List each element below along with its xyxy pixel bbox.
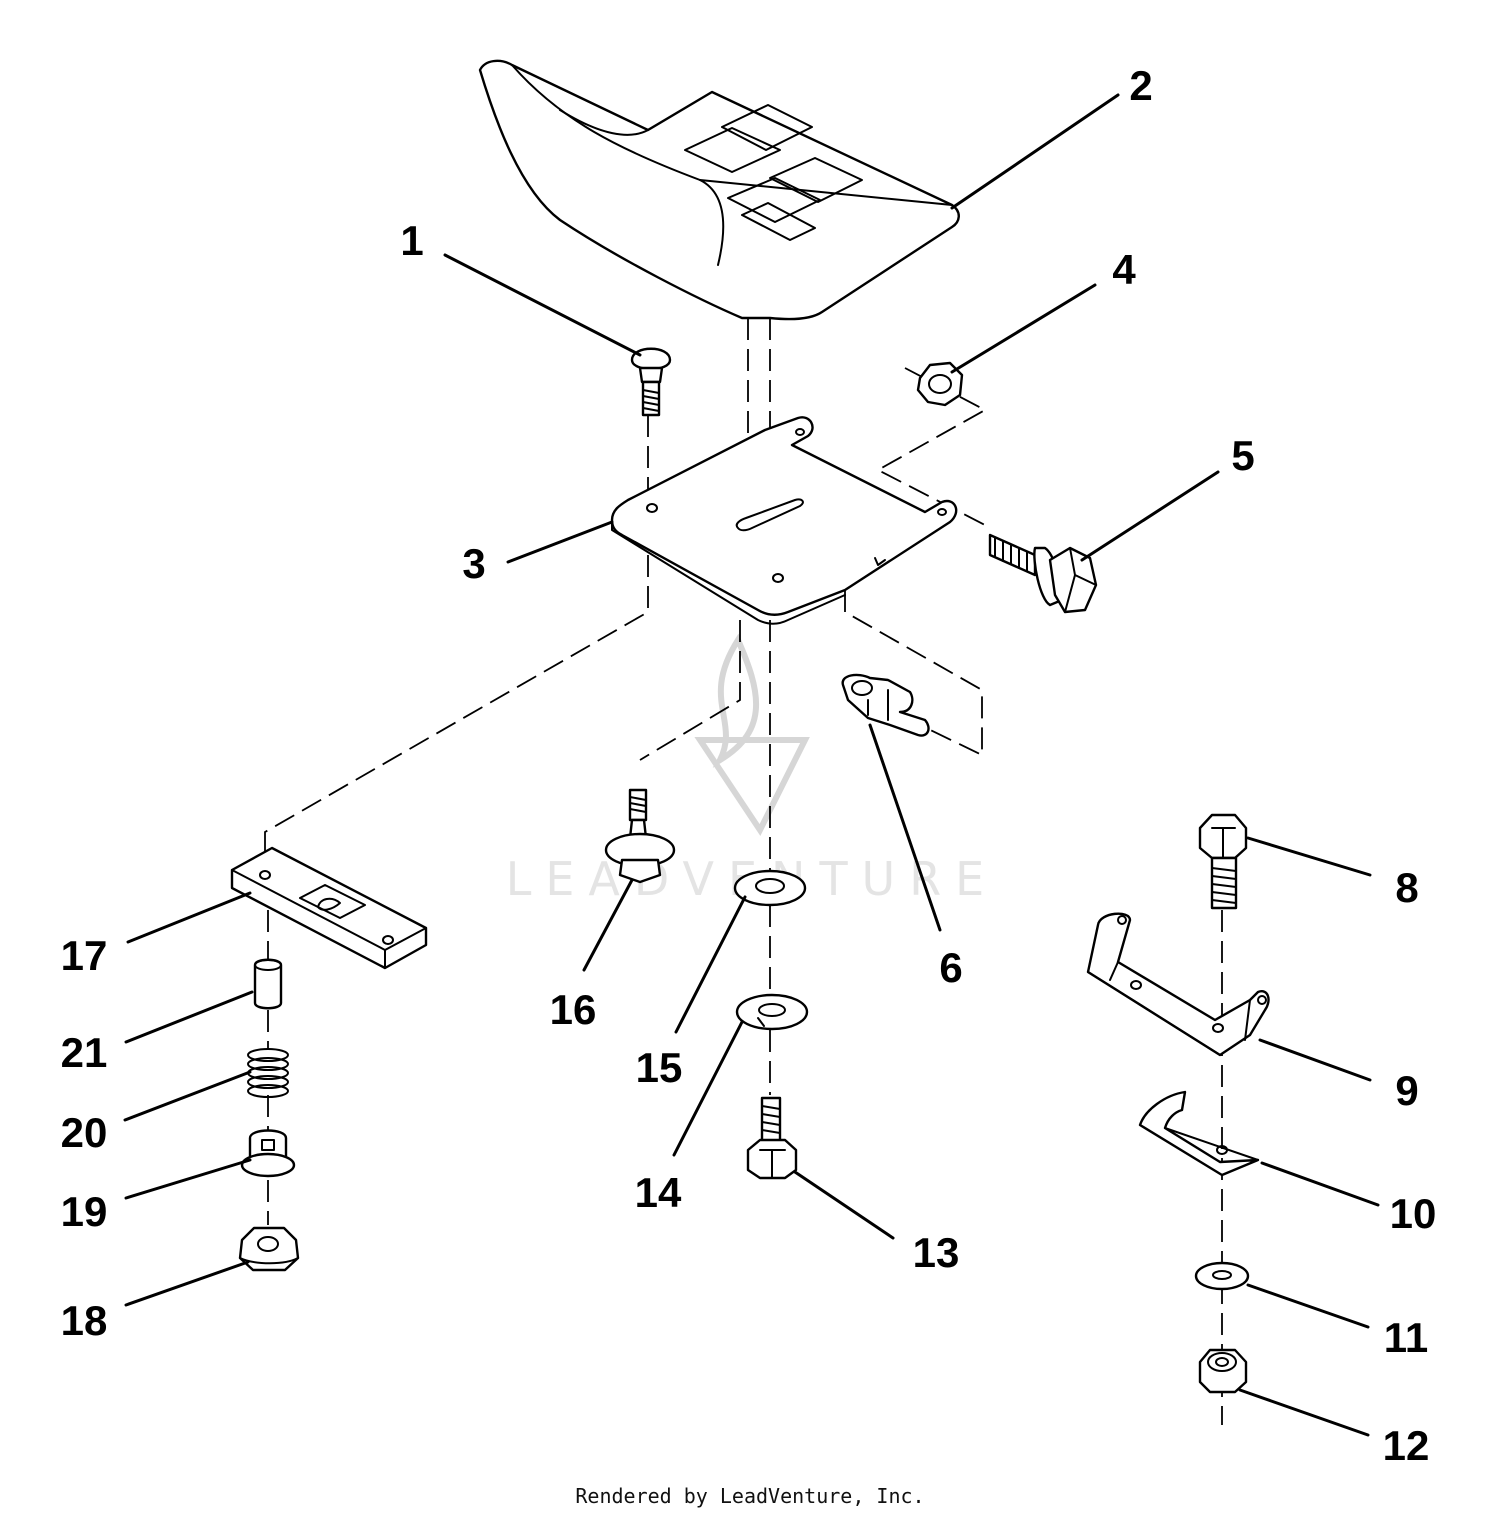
leader-2: [950, 93, 1120, 210]
leader-10: [1260, 1161, 1380, 1207]
carriage-bolt: [630, 347, 672, 417]
leader-5: [1080, 470, 1220, 562]
leader-4: [950, 283, 1097, 374]
hex-bolt-8: [1198, 813, 1248, 910]
callout-17: 17: [61, 932, 108, 979]
leader-6: [868, 723, 942, 932]
leader-13: [793, 1170, 895, 1240]
mounting-bracket: [1086, 912, 1270, 1057]
hex-bolt-13: [746, 1096, 798, 1180]
callout-20: 20: [61, 1109, 108, 1156]
callout-9: 9: [1395, 1067, 1418, 1114]
footer-credit: Rendered by LeadVenture, Inc.: [575, 1484, 925, 1508]
seat: [478, 59, 960, 321]
callout-10: 10: [1390, 1190, 1437, 1237]
callout-2: 2: [1129, 62, 1152, 109]
watermark-flame-icon: [712, 633, 760, 768]
callout-12: 12: [1383, 1422, 1430, 1469]
leader-20: [123, 1070, 252, 1122]
flat-washer: [733, 869, 807, 907]
leader-9: [1258, 1038, 1372, 1082]
clamp: [1138, 1090, 1260, 1177]
callout-8: 8: [1395, 864, 1418, 911]
leader-17: [126, 891, 252, 944]
callout-16: 16: [550, 986, 597, 1033]
spring: [247, 1048, 289, 1098]
flange-bolt: [988, 533, 1098, 614]
lock-nut: [1198, 1348, 1248, 1394]
leader-14: [672, 1020, 744, 1157]
flange-nut: [238, 1226, 300, 1272]
watermark-v-icon: [694, 737, 810, 836]
leader-lines: [123, 93, 1380, 1437]
latch-plate: [230, 846, 428, 970]
leader-19: [124, 1158, 252, 1200]
callout-21: 21: [61, 1029, 108, 1076]
leader-1: [443, 253, 642, 357]
leadventure-watermark: LEADVENTURE: [506, 633, 984, 906]
leader-11: [1246, 1283, 1370, 1329]
callout-18: 18: [61, 1297, 108, 1344]
callout-13: 13: [913, 1229, 960, 1276]
leader-15: [674, 895, 747, 1034]
shoulder-bolt-line: [639, 620, 741, 761]
lock-washer: [735, 993, 809, 1031]
leader-12: [1238, 1388, 1370, 1437]
latch-line: [264, 555, 649, 875]
callout-15: 15: [636, 1044, 683, 1091]
callout-1: 1: [400, 217, 423, 264]
clip-line: [844, 590, 983, 757]
leader-8: [1246, 836, 1372, 877]
latch-pin: [253, 958, 283, 1010]
seat-mounting-plate: [610, 416, 958, 625]
hex-nut: [916, 361, 964, 407]
leader-16: [582, 878, 634, 972]
leader-3: [506, 520, 614, 564]
callout-19: 19: [61, 1188, 108, 1235]
callout-14: 14: [635, 1169, 682, 1216]
flange-bushing: [240, 1129, 296, 1178]
callout-3: 3: [462, 540, 485, 587]
leader-21: [124, 990, 254, 1044]
washer-11: [1194, 1261, 1250, 1291]
callout-labels: 1 2 3 4 5 6 8 9 10 11 12 13 14 15 16 17 …: [61, 62, 1437, 1469]
shoulder-bolt: [604, 788, 676, 884]
clip: [841, 673, 930, 737]
callout-5: 5: [1231, 432, 1254, 479]
callout-6: 6: [939, 944, 962, 991]
callout-4: 4: [1112, 246, 1136, 293]
callout-11: 11: [1384, 1314, 1428, 1361]
leader-18: [124, 1260, 250, 1307]
